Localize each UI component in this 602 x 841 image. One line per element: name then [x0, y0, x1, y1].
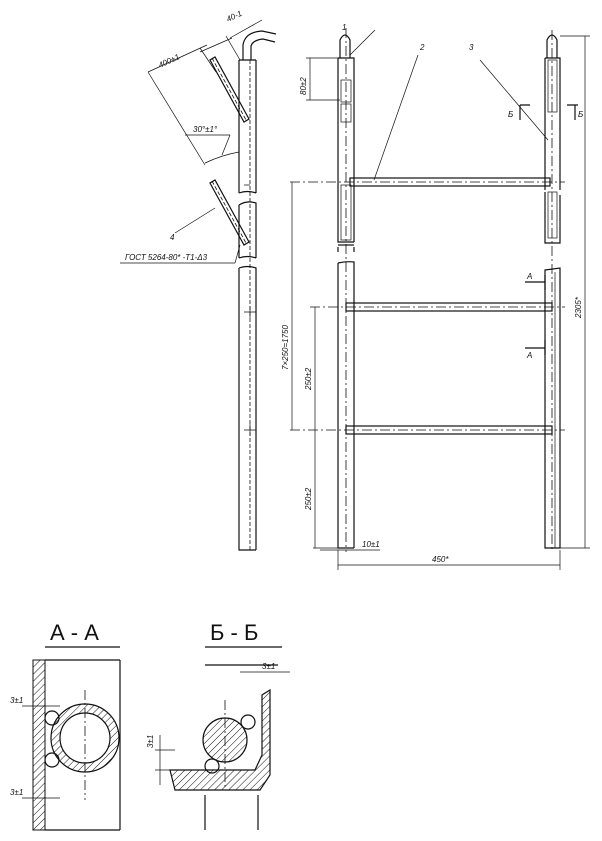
section-bb-dim-side: 3±1 — [146, 735, 155, 748]
callout-2: 2 — [419, 43, 425, 52]
section-mark-b-left: Б — [508, 110, 513, 119]
dim-10: 10±1 — [362, 540, 380, 549]
angle-label: 30°±1° — [193, 125, 218, 134]
section-mark-b-right: Б — [578, 110, 583, 119]
dim-250-a: 250±2 — [304, 367, 313, 391]
section-aa-dim-bottom: 3±1 — [10, 788, 23, 797]
callout-3: 3 — [469, 43, 474, 52]
dim-250-b: 250±2 — [304, 487, 313, 511]
dim-length-label: 400±1 — [157, 52, 181, 70]
callout-1: 1 — [342, 23, 346, 32]
dim-width: 450* — [432, 555, 449, 564]
callout-4: 4 — [170, 233, 175, 242]
section-mark-a-bottom: А — [526, 351, 532, 360]
section-mark-a-top: А — [526, 272, 532, 281]
side-view: 400±1 40-1 30°±1° 4 ГОСТ 5264-80* -Т1-Δ3 — [120, 9, 277, 551]
dim-pitch-total: 7×250=1750 — [281, 325, 290, 370]
dim-80: 80±2 — [299, 77, 308, 95]
dim-height: 2305* — [574, 296, 583, 319]
section-bb-title: Б - Б — [210, 620, 258, 645]
weld-note: ГОСТ 5264-80* -Т1-Δ3 — [125, 253, 208, 262]
dim-offset-label: 40-1 — [225, 9, 243, 24]
section-bb: Б - Б 3±1 3±1 — [146, 620, 290, 830]
section-aa: А - А 3±1 3±1 — [10, 620, 121, 831]
front-view: 1 2 3 80±2 7×250=1750 250±2 250±2 10±1 4… — [281, 23, 590, 570]
section-aa-title: А - А — [50, 620, 99, 645]
section-aa-dim-top: 3±1 — [10, 696, 23, 705]
section-bb-dim-top: 3±1 — [262, 662, 275, 671]
